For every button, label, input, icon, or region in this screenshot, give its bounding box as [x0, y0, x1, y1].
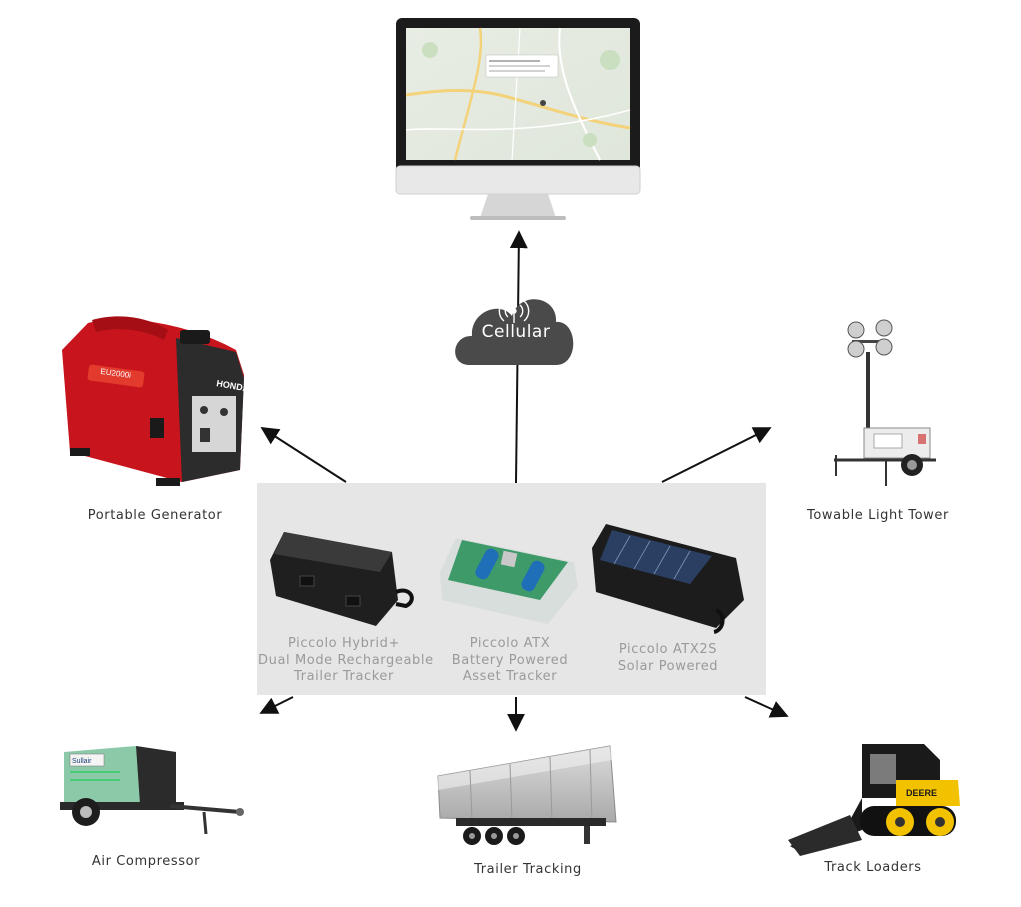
label-trailer-tracking: Trailer Tracking	[474, 862, 582, 877]
air-compressor-illustration: Sullair	[60, 746, 244, 835]
arrow-to-compressor	[259, 696, 294, 714]
trailer-illustration	[437, 745, 617, 845]
label-portable-generator: Portable Generator	[87, 508, 223, 523]
arrow-to-light-tower	[661, 427, 772, 483]
label-towable-light-tower: Towable Light Tower	[807, 508, 949, 523]
cellular-cloud	[455, 299, 574, 365]
cell-tower-icon	[498, 300, 530, 323]
honda-model-text: EU2000i	[100, 367, 132, 380]
piccolo-atx-device	[440, 538, 578, 624]
portable-generator-illustration: HONDA EU2000i	[62, 316, 250, 486]
cellular-label: Cellular	[481, 322, 551, 342]
label-track-loaders: Track Loaders	[824, 860, 922, 875]
deere-brand-text: DEERE	[906, 788, 937, 798]
product-label-atx2s: Piccolo ATX2S Solar Powered	[617, 642, 719, 674]
arrow-to-generator	[260, 427, 347, 483]
arrow-to-loader	[744, 696, 789, 718]
product-label-atx: Piccolo ATX Battery Powered Asset Tracke…	[451, 636, 569, 684]
piccolo-hybrid-device	[270, 532, 414, 626]
piccolo-atx2s-device	[592, 524, 744, 634]
light-tower-illustration	[834, 319, 936, 486]
product-label-hybrid: Piccolo Hybrid+ Dual Mode Rechargeable T…	[258, 636, 434, 684]
sullair-brand-text: Sullair	[72, 758, 92, 765]
label-air-compressor: Air Compressor	[91, 854, 201, 869]
monitor-illustration	[395, 18, 641, 220]
track-loader-illustration: DEERE	[788, 744, 960, 856]
